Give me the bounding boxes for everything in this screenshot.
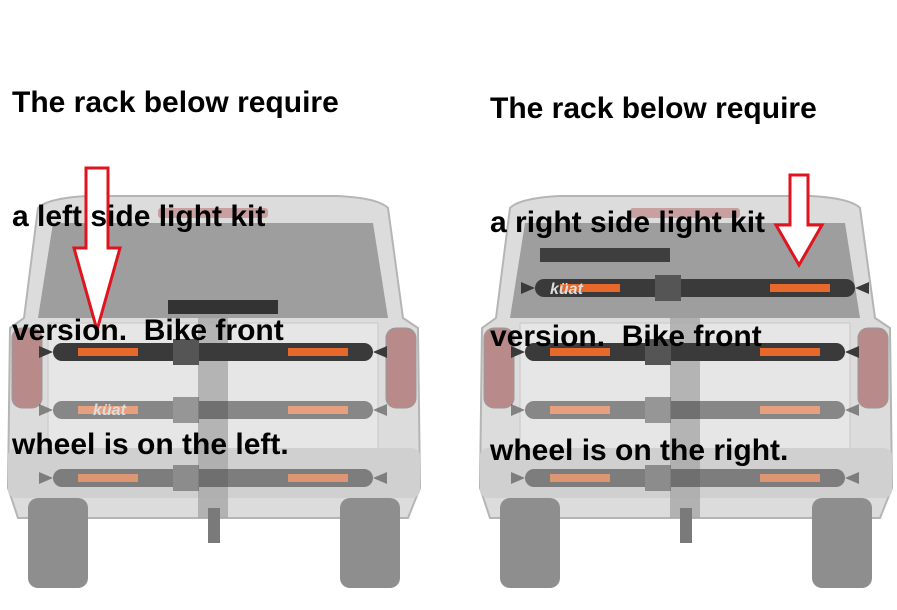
right-vehicle-with-rack: küat [479, 195, 893, 589]
red-arrow-down-right [773, 173, 825, 269]
caption-line: version. Bike front [12, 314, 284, 347]
caption-line: wheel is on the right. [490, 434, 789, 467]
rack-brand-logo: küat [550, 281, 584, 298]
caption-line: a left side light kit [12, 200, 266, 233]
caption-line: The rack below require [490, 92, 817, 125]
caption-line: version. Bike front [490, 320, 762, 353]
rack-brand-logo: küat [93, 402, 127, 419]
caption-line: The rack below require [12, 86, 339, 119]
left-caption: The rack below require a left side light… [12, 8, 339, 502]
red-arrow-down-left [72, 166, 122, 336]
left-vehicle-with-rack: küat [7, 195, 421, 589]
right-caption: The rack below require a right side ligh… [490, 14, 817, 508]
caption-line: a right side light kit [490, 206, 766, 239]
caption-line: wheel is on the left. [12, 428, 289, 461]
